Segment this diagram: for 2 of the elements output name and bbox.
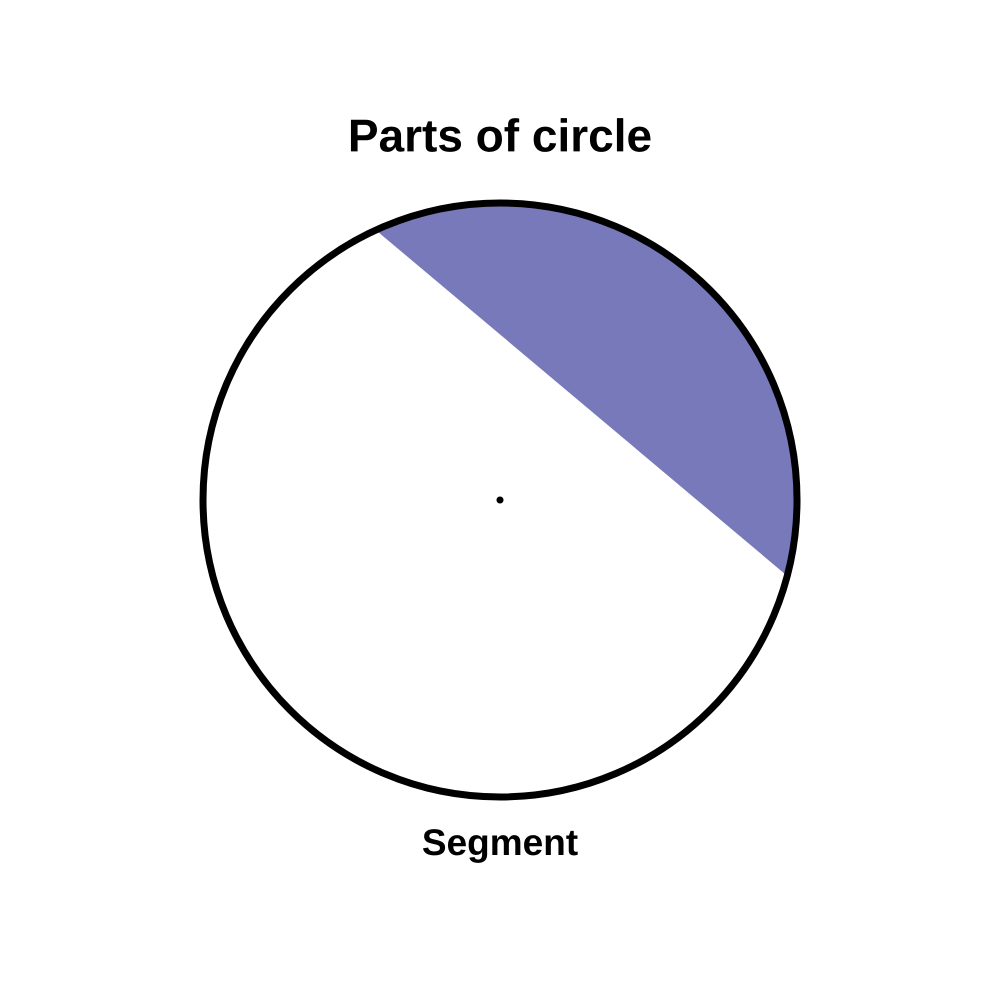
- title: Parts of circle: [350, 118, 651, 152]
- caption: Segment: [422, 829, 578, 863]
